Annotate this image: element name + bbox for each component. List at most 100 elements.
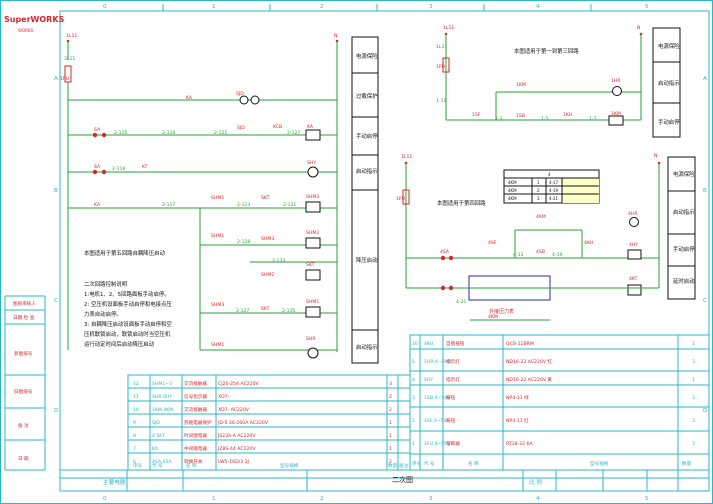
component-label: SHM3: [306, 194, 319, 200]
strip-label: 旧图纸号: [14, 388, 33, 395]
component-label: SKT: [261, 306, 270, 312]
node-label: 1L11: [436, 44, 447, 50]
component-label: 1SB: [516, 113, 525, 119]
component-label: 1KM: [516, 82, 526, 88]
bom-right-cell: 自锁按钮: [446, 340, 465, 347]
strip-label: 新图纸号: [14, 350, 33, 357]
node-label: 2-118: [112, 166, 125, 172]
mini-table-cell: 4-17: [549, 180, 559, 185]
bus-left-label: 1L11: [401, 154, 412, 160]
bom-left-cell: 7: [133, 446, 136, 452]
upper-right-circuit: 1L11 N 1L11 1FU 1-11 本图适用于第一到第三回路 1SF 1-…: [436, 25, 681, 138]
node-label: 2-133: [272, 258, 285, 264]
component-label: SHM2: [261, 272, 274, 278]
function-box-label: 电源保险: [673, 170, 695, 178]
col-number: 0: [103, 4, 107, 10]
bom-right-cell: 4KH: [424, 341, 433, 347]
bom-left-cell: 转换开关: [184, 458, 203, 465]
bom-left-cell: 8: [133, 433, 136, 439]
function-box-label: 启动指示: [658, 79, 680, 87]
function-box-label: 手动启停: [658, 118, 680, 126]
bom-left-cell: 2: [389, 394, 392, 400]
bom-right-cell: 熔断器: [446, 440, 460, 447]
bom-left-cell: 交流接触器: [184, 406, 207, 413]
note-line: 压机联锁启动，联锁启动时当空压机: [84, 330, 171, 338]
brand-sub: WORKS: [18, 28, 34, 33]
circuit-caption: 本图适用于第四回路: [437, 199, 486, 207]
row-letter: D: [703, 408, 707, 414]
bus-left-label: 1L11: [443, 25, 454, 31]
bom-right-cell: 3: [692, 418, 695, 424]
brand-logo: SuperWORKS: [4, 15, 65, 24]
node-label: 2-131: [283, 202, 296, 208]
bom-left-cell: 2: [389, 407, 392, 413]
lower-right-circuit: 1L11 N 1FU 本图适用于第四回路 4 4KM 1 4-17 4KM 2 …: [396, 153, 696, 321]
mini-table-cell: 4-21: [549, 196, 559, 201]
bom-left-cell: SJD: [152, 420, 160, 426]
node-label: 2-127: [287, 130, 300, 136]
bom-left-cell: 时间继电器: [184, 432, 207, 439]
bom-right-cell: 3: [692, 441, 695, 447]
bom-left-cell: 10: [133, 407, 139, 413]
bom-left-cell: KA: [152, 446, 159, 452]
node-label: 4-21: [456, 299, 467, 305]
bus-right-label: N: [654, 153, 657, 159]
node-label: 1-7: [589, 116, 597, 122]
component-label: SJD: [236, 91, 244, 97]
bom-left-header: 代 号: [152, 462, 163, 469]
component-label: 4HR: [628, 211, 638, 217]
component-label: SHM2: [306, 230, 319, 236]
function-box-label: 延时启动: [673, 277, 695, 285]
row-letter: C: [54, 298, 58, 304]
row-letter: D: [54, 408, 58, 414]
row-letter: A: [703, 76, 707, 82]
bom-left-cell: 6: [133, 459, 136, 465]
mini-table-cell: 1: [537, 180, 540, 185]
bom-right-cell: ND16-22 AC220V 黄: [506, 376, 552, 383]
bom-right-cell: NP4-11 绿: [506, 394, 529, 401]
bom-left-cell: 12: [133, 381, 139, 387]
strip-label: 日期 检 查: [13, 314, 35, 321]
bom-right-cell: 1: [692, 341, 695, 347]
function-box-label: 手动启停: [673, 245, 695, 253]
node-label: 2-121: [214, 130, 227, 136]
bom-right-cell: 1: [412, 441, 415, 447]
component-label: 4KM: [488, 314, 498, 320]
fuse-label: 1FU: [396, 196, 405, 202]
function-box-label: 启动指示: [356, 167, 378, 175]
bom-right-cell: NP4-11 红: [506, 417, 529, 424]
note-line: 运行动定时间后启动降压启动: [84, 340, 155, 348]
bom-right-header: 数量: [682, 460, 692, 467]
col-number: 1: [212, 496, 216, 502]
bom-right-header: 型号规格: [590, 460, 609, 467]
bom-right-cell: 3: [692, 359, 695, 365]
bom-left-cell: SHR,SHY: [152, 394, 172, 400]
component-label: SJD: [237, 125, 245, 131]
circuit-caption: 本图适用于第五回路自耦降压启动: [84, 249, 165, 257]
note-line: 2: 空压机设面板手动启停和电接点压: [84, 300, 172, 308]
bus-right-label: N: [637, 25, 640, 31]
node-label: 2-119: [162, 130, 175, 136]
bom-left-cell: 1: [389, 420, 392, 426]
left-strip: SuperWORKS WORKS 图纸审核人 日期 检 查 新图纸号 旧图纸号 …: [4, 15, 65, 471]
bus-right-label: N: [334, 33, 337, 39]
node-label: 1-3: [495, 116, 503, 122]
component-label: KA: [186, 95, 193, 101]
bom-right-cell: 3: [692, 395, 695, 401]
strip-label: 图纸审核人: [13, 300, 36, 307]
col-number: 4: [536, 496, 540, 502]
circuit-caption: 本图适用于第一到第三回路: [514, 47, 579, 55]
node-label: 2-123: [237, 202, 250, 208]
bom-left-cell: 4 SKT: [152, 433, 165, 439]
bom-right-cell: 1HR,4~5HR: [424, 359, 452, 365]
bom-right-cell: 按钮: [446, 394, 456, 401]
col-number: 3: [429, 4, 433, 10]
bom-left-cell: CJ20-25A AC220V: [218, 381, 260, 387]
component-label: 4KM: [536, 214, 546, 220]
component-label: SHM3: [211, 302, 224, 308]
note-line: 二次回路控制说明: [84, 280, 127, 288]
col-number: 3: [429, 496, 433, 502]
component-label: SHM1: [211, 342, 224, 348]
